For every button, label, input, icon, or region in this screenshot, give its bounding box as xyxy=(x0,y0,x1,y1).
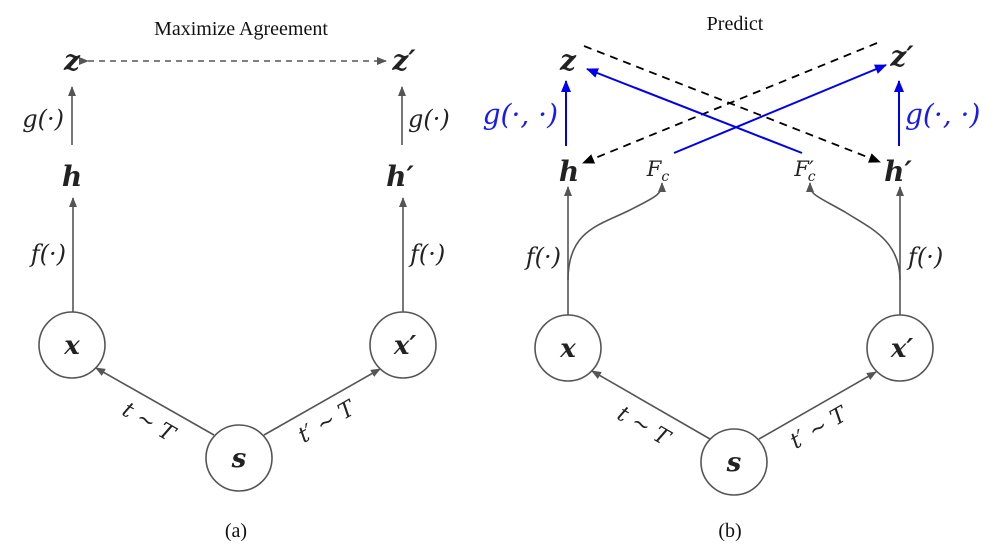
f-label-left: f(·) xyxy=(524,243,561,271)
f-branch-to-fc xyxy=(567,182,666,281)
node-x-prime: x′ xyxy=(393,331,417,361)
t-label-left: t ∼ T xyxy=(118,398,181,449)
predict-title: Predict xyxy=(707,13,764,35)
g-label-left: g(·, ·) xyxy=(483,98,558,131)
f-label-left: f(·) xyxy=(29,240,66,268)
fc-prime-to-z-arrow xyxy=(586,68,803,154)
t-arrow-right xyxy=(263,368,381,436)
f-label-right: f(·) xyxy=(408,240,445,268)
node-fc-prime: F′c xyxy=(793,157,815,185)
panel-b: Predict z z′ g(·, ·) g(·, ·) h h′ Fc F′c… xyxy=(483,13,981,542)
t-label-left: t ∼ T xyxy=(613,402,676,453)
node-h-prime: h′ xyxy=(386,160,414,193)
node-x-circle xyxy=(534,314,602,382)
t-arrow-right xyxy=(758,371,877,440)
g-label-left: g(·) xyxy=(22,105,64,133)
node-fc: Fc xyxy=(646,157,670,185)
node-x-prime-circle xyxy=(369,311,437,379)
predict-dashed-arrow-to-h-prime xyxy=(583,45,881,163)
node-z: z xyxy=(559,44,577,77)
node-z-prime: z′ xyxy=(889,40,914,73)
node-x-prime-circle xyxy=(866,314,934,382)
node-h-prime: h′ xyxy=(884,155,912,188)
t-arrow-left xyxy=(591,370,711,440)
node-s: s xyxy=(726,448,742,478)
g-label-right: g(·, ·) xyxy=(905,98,980,131)
node-s-circle xyxy=(205,424,273,492)
g-label-right: g(·) xyxy=(408,105,450,133)
t-label-right: t′ ∼ T xyxy=(786,401,853,454)
node-x: x xyxy=(559,334,576,364)
fc-to-z-prime-arrow xyxy=(673,64,887,154)
node-s: s xyxy=(231,444,247,474)
t-label-right: t′ ∼ T xyxy=(294,395,361,448)
caption-a: (a) xyxy=(225,520,247,542)
predict-dashed-arrow-to-h xyxy=(582,42,878,164)
node-h: h xyxy=(62,160,82,193)
node-s-circle xyxy=(700,428,768,496)
node-x-circle xyxy=(38,311,106,379)
caption-b: (b) xyxy=(718,520,741,542)
maximize-agreement-title: Maximize Agreement xyxy=(154,18,328,40)
node-x: x xyxy=(63,331,80,361)
f-branch-to-fc-prime xyxy=(806,182,901,281)
t-arrow-left xyxy=(95,367,215,436)
f-label-right: f(·) xyxy=(906,243,943,271)
node-h: h xyxy=(559,155,579,188)
node-x-prime: x′ xyxy=(890,334,914,364)
node-z: z xyxy=(63,44,81,77)
node-z-prime: z′ xyxy=(391,44,416,77)
panel-a: Maximize Agreement z z′ g(·) g(·) h h′ f… xyxy=(22,18,449,542)
